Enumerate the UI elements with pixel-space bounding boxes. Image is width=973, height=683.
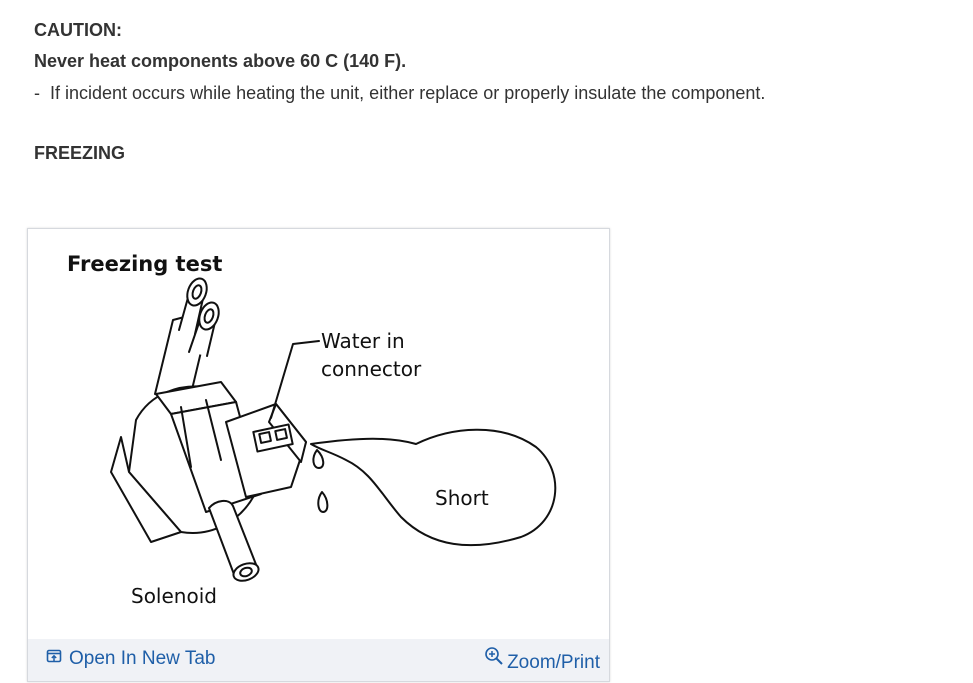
label-solenoid: Solenoid <box>131 584 217 608</box>
label-short: Short <box>435 486 489 510</box>
open-in-new-tab-label: Open In New Tab <box>69 648 216 669</box>
solenoid-illustration <box>110 277 557 582</box>
figure-footer: Open In New Tab Zoom/Print <box>28 639 609 681</box>
zoom-print-link[interactable]: Zoom/Print <box>484 644 600 674</box>
label-water-line1: Water in <box>321 329 405 353</box>
figure-image: Freezing test Water in connector Short S… <box>31 232 606 637</box>
open-in-new-tab-link[interactable]: Open In New Tab <box>46 648 215 670</box>
caution-title: CAUTION: <box>34 20 122 40</box>
open-in-new-tab-icon <box>46 648 62 670</box>
bullet-dash: - <box>34 83 40 103</box>
caution-warning: Never heat components above 60 C (140 F)… <box>34 51 407 71</box>
figure-card: Freezing test Water in connector Short S… <box>27 228 610 682</box>
figure-title: Freezing test <box>67 252 223 276</box>
bullet-text: If incident occurs while heating the uni… <box>50 83 766 103</box>
label-water-line2: connector <box>321 357 422 381</box>
zoom-print-label: Zoom/Print <box>507 652 600 673</box>
section-title-freezing: FREEZING <box>34 143 126 163</box>
label-water-in-connector: Water in connector <box>321 327 421 383</box>
caution-bullet: -If incident occurs while heating the un… <box>34 83 765 104</box>
zoom-in-icon <box>484 646 504 672</box>
